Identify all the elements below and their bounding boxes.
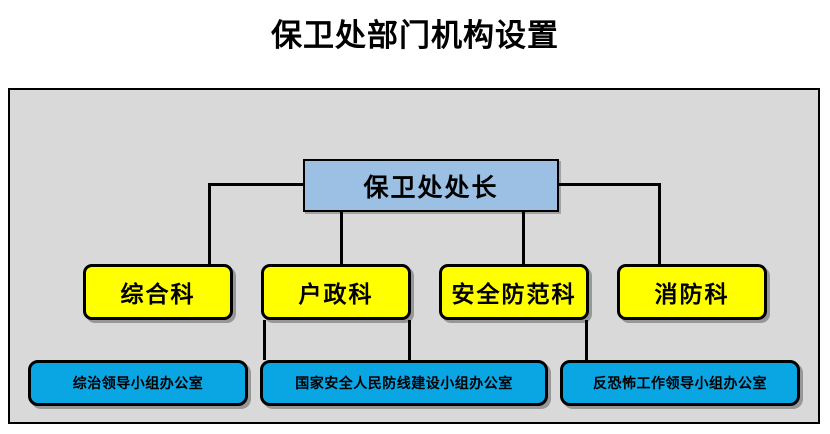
node-office-comprehensive-management[interactable]: 综治领导小组办公室 <box>28 360 248 406</box>
connector-drop-office1 <box>263 320 266 360</box>
connector-drop-office2 <box>408 320 411 360</box>
connector-drop-dept1 <box>208 183 211 264</box>
connector-drop-dept3 <box>522 212 525 264</box>
chart-canvas: 保卫处处长 综合科 户政科 安全防范科 消防科 综治领导小组办公室 国家安全人民… <box>8 88 820 424</box>
node-office-counter-terrorism[interactable]: 反恐怖工作领导小组办公室 <box>560 360 800 406</box>
connector-drop-dept4 <box>658 183 661 264</box>
node-head-director[interactable]: 保卫处处长 <box>303 159 559 212</box>
node-department-fire-control[interactable]: 消防科 <box>617 264 767 320</box>
page-title: 保卫处部门机构设置 <box>271 18 559 53</box>
connector-head-to-right-branch <box>559 183 661 186</box>
node-department-general-affairs[interactable]: 综合科 <box>83 264 233 320</box>
connector-drop-office3 <box>585 320 588 360</box>
node-office-national-security-peoples-defense-line[interactable]: 国家安全人民防线建设小组办公室 <box>260 360 548 406</box>
node-department-security-prevention[interactable]: 安全防范科 <box>439 264 589 320</box>
connector-head-to-left-branch <box>208 183 308 186</box>
connector-drop-dept2 <box>340 212 343 264</box>
node-department-household-administration[interactable]: 户政科 <box>261 264 411 320</box>
